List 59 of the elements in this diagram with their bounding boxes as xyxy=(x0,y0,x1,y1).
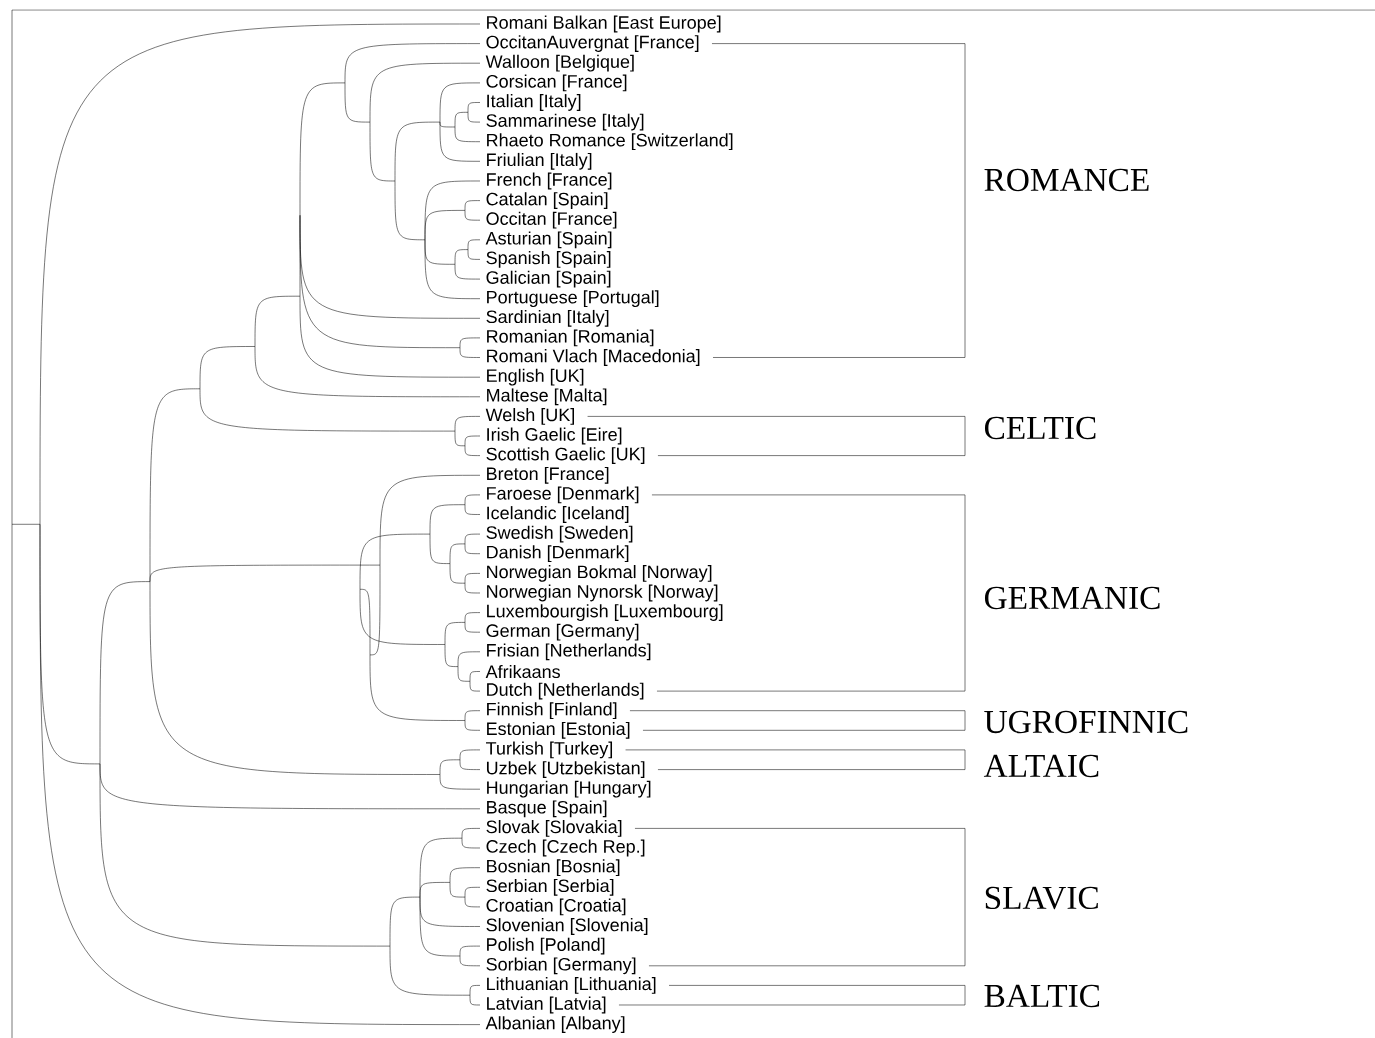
language-label: Basque [Spain] xyxy=(487,800,607,818)
language-label: Romanian [Romania] xyxy=(487,329,654,347)
group-label: GERMANIC xyxy=(984,586,1160,610)
language-label: Friulian [Italy] xyxy=(487,152,592,170)
language-label: Uzbek [Utzbekistan] xyxy=(487,761,645,778)
language-label: Faroese [Denmark] xyxy=(487,486,639,504)
group-label: ROMANCE xyxy=(984,168,1149,192)
language-label: Frisian [Netherlands] xyxy=(487,643,651,661)
language-label: English [UK] xyxy=(487,368,584,386)
language-label: Romani Balkan [East Europe] xyxy=(487,15,721,33)
language-label: Serbian [Serbia] xyxy=(486,878,614,896)
language-label: Afrikaans xyxy=(485,664,560,679)
language-label: Welsh [UK] xyxy=(485,408,574,425)
language-label: Icelandic [Iceland] xyxy=(487,506,629,523)
language-label: Italian [Italy] xyxy=(487,94,581,111)
group-label: SLAVIC xyxy=(985,886,1098,910)
language-label: Spanish [Spain] xyxy=(486,251,611,268)
group-label: CELTIC xyxy=(984,416,1096,440)
language-label: Finnish [Finland] xyxy=(487,702,617,720)
language-label: Irish Gaelic [Eire] xyxy=(487,427,622,445)
language-label: Sardinian [Italy] xyxy=(486,309,609,327)
language-label: Bosnian [Bosnia] xyxy=(487,859,620,877)
language-label: Croatian [Croatia] xyxy=(486,898,626,916)
language-label: Slovak [Slovakia] xyxy=(486,820,622,837)
language-label: Corsican [France] xyxy=(486,74,627,92)
language-label: Swedish [Sweden] xyxy=(486,525,633,543)
language-label: Polish [Poland] xyxy=(487,937,605,955)
language-label: Rhaeto Romance [Switzerland] xyxy=(487,133,733,151)
language-label: Catalan [Spain] xyxy=(486,192,608,209)
group-label: UGROFINNIC xyxy=(984,710,1188,734)
language-label: French [France] xyxy=(487,172,612,190)
language-label: Scottish Gaelic [UK] xyxy=(486,447,645,464)
language-label: Breton [France] xyxy=(487,466,609,484)
language-label: Lithuanian [Lithuania] xyxy=(487,977,656,994)
language-label: OccitanAuvergnat [France] xyxy=(486,35,699,52)
language-label: Walloon [Belgique] xyxy=(485,54,634,72)
language-label: Hungarian [Hungary] xyxy=(487,780,651,798)
language-label: Norwegian Bokmal [Norway] xyxy=(487,565,712,582)
language-label: Galician [Spain] xyxy=(486,270,611,288)
language-label: Slovenian [Slovenia] xyxy=(486,918,648,935)
group-label: BALTIC xyxy=(984,984,1100,1008)
language-label: Dutch [Netherlands] xyxy=(487,682,644,700)
language-label: Albanian [Albany] xyxy=(485,1016,625,1033)
language-label: Estonian [Estonia] xyxy=(487,721,630,739)
language-label: Norwegian Nynorsk [Norway] xyxy=(487,584,718,602)
language-label: Maltese [Malta] xyxy=(487,388,607,406)
language-label: Luxembourgish [Luxembourg] xyxy=(487,604,723,621)
language-label: Portuguese [Portugal] xyxy=(487,290,659,308)
language-label: Czech [Czech Rep.] xyxy=(486,839,645,857)
group-label: ALTAIC xyxy=(983,754,1099,778)
language-label: Romani Vlach [Macedonia] xyxy=(487,349,700,366)
language-label: Sorbian [Germany] xyxy=(486,957,636,975)
language-label: Asturian [Spain] xyxy=(485,231,612,249)
language-label: Latvian [Latvia] xyxy=(487,996,606,1014)
language-label: Danish [Denmark] xyxy=(487,545,629,563)
language-label: Turkish [Turkey] xyxy=(486,741,612,759)
language-label: Occitan [France] xyxy=(486,211,617,229)
language-label: Sammarinese [Italy] xyxy=(486,113,644,131)
language-label: German [Germany] xyxy=(486,623,639,641)
